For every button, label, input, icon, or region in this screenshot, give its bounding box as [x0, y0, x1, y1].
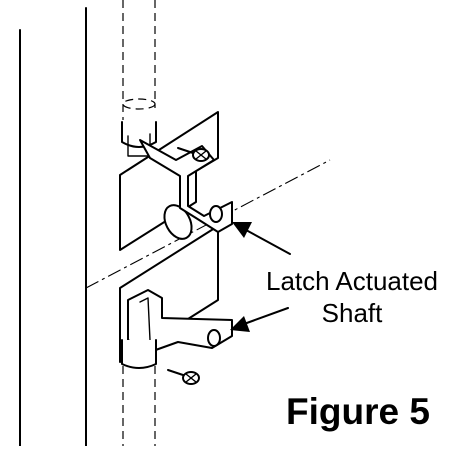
- lower-screw-icon: [167, 369, 200, 385]
- callout-label-line2: Shaft: [322, 298, 383, 328]
- upper-latch-bracket: [139, 139, 233, 233]
- callout-arrow-lower: [230, 307, 289, 332]
- upper-screw-icon: [177, 147, 210, 162]
- callout-arrow-upper: [232, 222, 291, 255]
- callout-label-line1: Latch Actuated: [266, 266, 438, 296]
- lower-guide-bracket: [121, 339, 157, 369]
- upper-latch-hole: [209, 205, 223, 223]
- shaft-rod-upper: [122, 0, 156, 120]
- lower-latch-hole: [207, 329, 221, 347]
- upper-guide-bracket: [121, 121, 157, 157]
- shaft-hole: [163, 204, 193, 240]
- figure-caption: Figure 5: [286, 391, 430, 432]
